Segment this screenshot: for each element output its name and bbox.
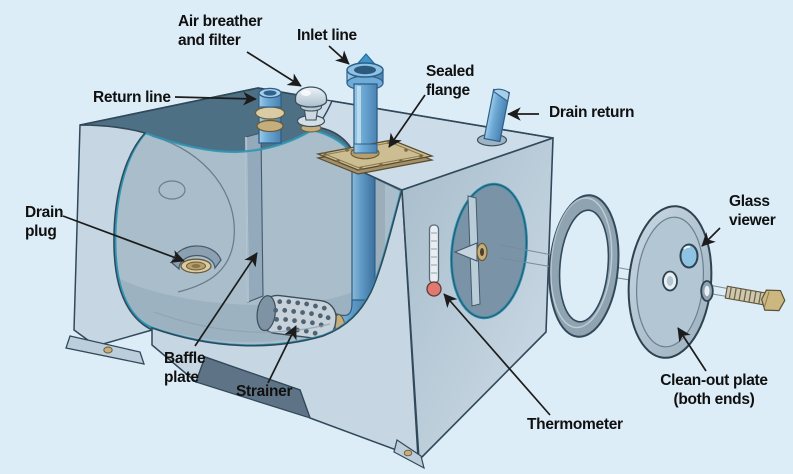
label-sealed-flange: Sealed flange — [426, 62, 474, 100]
label-clean-out-plate-line1: Clean-out plate — [660, 372, 768, 389]
strainer-part — [256, 294, 337, 340]
glass-viewer-part — [679, 243, 699, 269]
label-glass-viewer: Glass viewer — [729, 192, 776, 230]
bolt-part — [700, 280, 786, 312]
label-thermometer: Thermometer — [527, 415, 623, 434]
label-drain-plug-line1: Drain — [25, 204, 64, 221]
label-clean-out-plate-line2: (both ends) — [673, 391, 755, 408]
clean-out-plate-part — [627, 205, 713, 359]
sealed-flange-part — [315, 139, 435, 175]
label-strainer-line1: Strainer — [236, 383, 293, 400]
label-air-breather-line2: and filter — [178, 32, 241, 49]
label-drain-return-line1: Drain return — [549, 104, 635, 121]
label-sealed-flange-line1: Sealed — [426, 63, 475, 80]
label-air-breather: Air breather and filter — [178, 12, 263, 50]
label-inlet-line: Inlet line — [297, 26, 357, 45]
cutaway-interior — [79, 87, 403, 347]
label-inlet-line-line1: Inlet line — [297, 27, 357, 44]
gasket-part — [548, 194, 620, 338]
label-sealed-flange-line2: flange — [426, 82, 470, 99]
label-strainer: Strainer — [236, 382, 292, 401]
end-face — [393, 136, 554, 470]
inlet-line-pipe — [346, 53, 384, 167]
label-arrows — [62, 45, 721, 416]
drain-return-tube — [476, 88, 511, 147]
tank-body — [65, 87, 554, 470]
label-baffle-plate-line1: Baffle — [164, 350, 206, 367]
exploded-assembly — [499, 194, 786, 359]
air-breather-part — [294, 86, 328, 133]
label-clean-out-plate: Clean-out plate (both ends) — [650, 371, 778, 409]
label-glass-viewer-line1: Glass — [729, 193, 770, 210]
label-glass-viewer-line2: viewer — [729, 212, 776, 229]
baffle-plate-part — [245, 132, 264, 303]
label-return-line-line1: Return line — [93, 89, 171, 106]
label-baffle-plate-line2: plate — [164, 369, 199, 386]
return-line-pipe — [254, 87, 286, 144]
label-drain-return: Drain return — [549, 103, 634, 122]
label-drain-plug: Drain plug — [25, 203, 63, 241]
label-air-breather-line1: Air breather — [178, 13, 263, 30]
clean-out-opening — [450, 182, 528, 320]
label-baffle-plate: Baffle plate — [164, 349, 206, 387]
label-drain-plug-line2: plug — [25, 223, 57, 240]
label-thermometer-line1: Thermometer — [527, 416, 623, 433]
label-return-line: Return line — [93, 88, 171, 107]
thermometer-part — [426, 224, 442, 297]
